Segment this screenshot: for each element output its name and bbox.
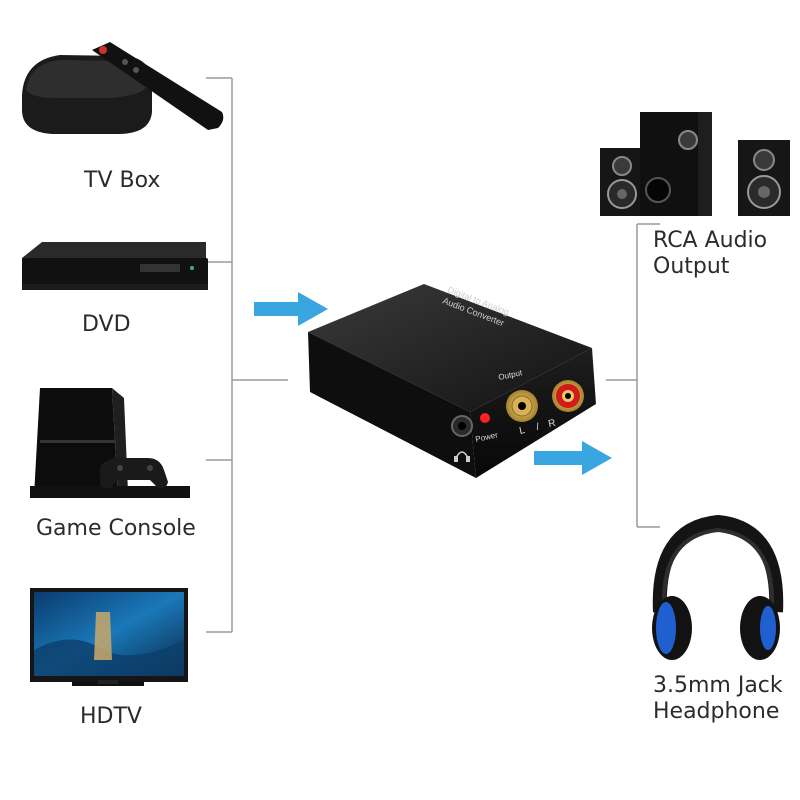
output-arrow <box>534 441 612 475</box>
output-label-rca-line2: Output <box>653 254 729 280</box>
input-label-tv-box: TV Box <box>84 168 160 194</box>
game-console-image <box>30 388 190 498</box>
input-bracket <box>206 78 288 632</box>
input-arrow <box>254 292 328 326</box>
rca-speakers-image <box>600 112 790 216</box>
power-led <box>480 413 490 423</box>
input-label-game-console: Game Console <box>36 516 196 542</box>
headphone-image <box>652 522 780 660</box>
input-label-hdtv: HDTV <box>80 704 142 730</box>
output-label-headphone-line2: Headphone <box>653 699 779 725</box>
output-label-headphone-line1: 3.5mm Jack <box>653 673 783 699</box>
output-label-rca-line1: RCA Audio <box>653 228 767 254</box>
converter-device: Digital to Analog Audio Converter Output… <box>308 284 596 478</box>
rca-left-jack <box>506 390 538 422</box>
rca-right-jack <box>552 380 584 412</box>
tv-box-image <box>22 42 223 134</box>
dvd-image <box>22 242 208 290</box>
output-bracket <box>606 224 660 527</box>
hdtv-image <box>30 588 188 686</box>
input-label-dvd: DVD <box>82 312 131 338</box>
